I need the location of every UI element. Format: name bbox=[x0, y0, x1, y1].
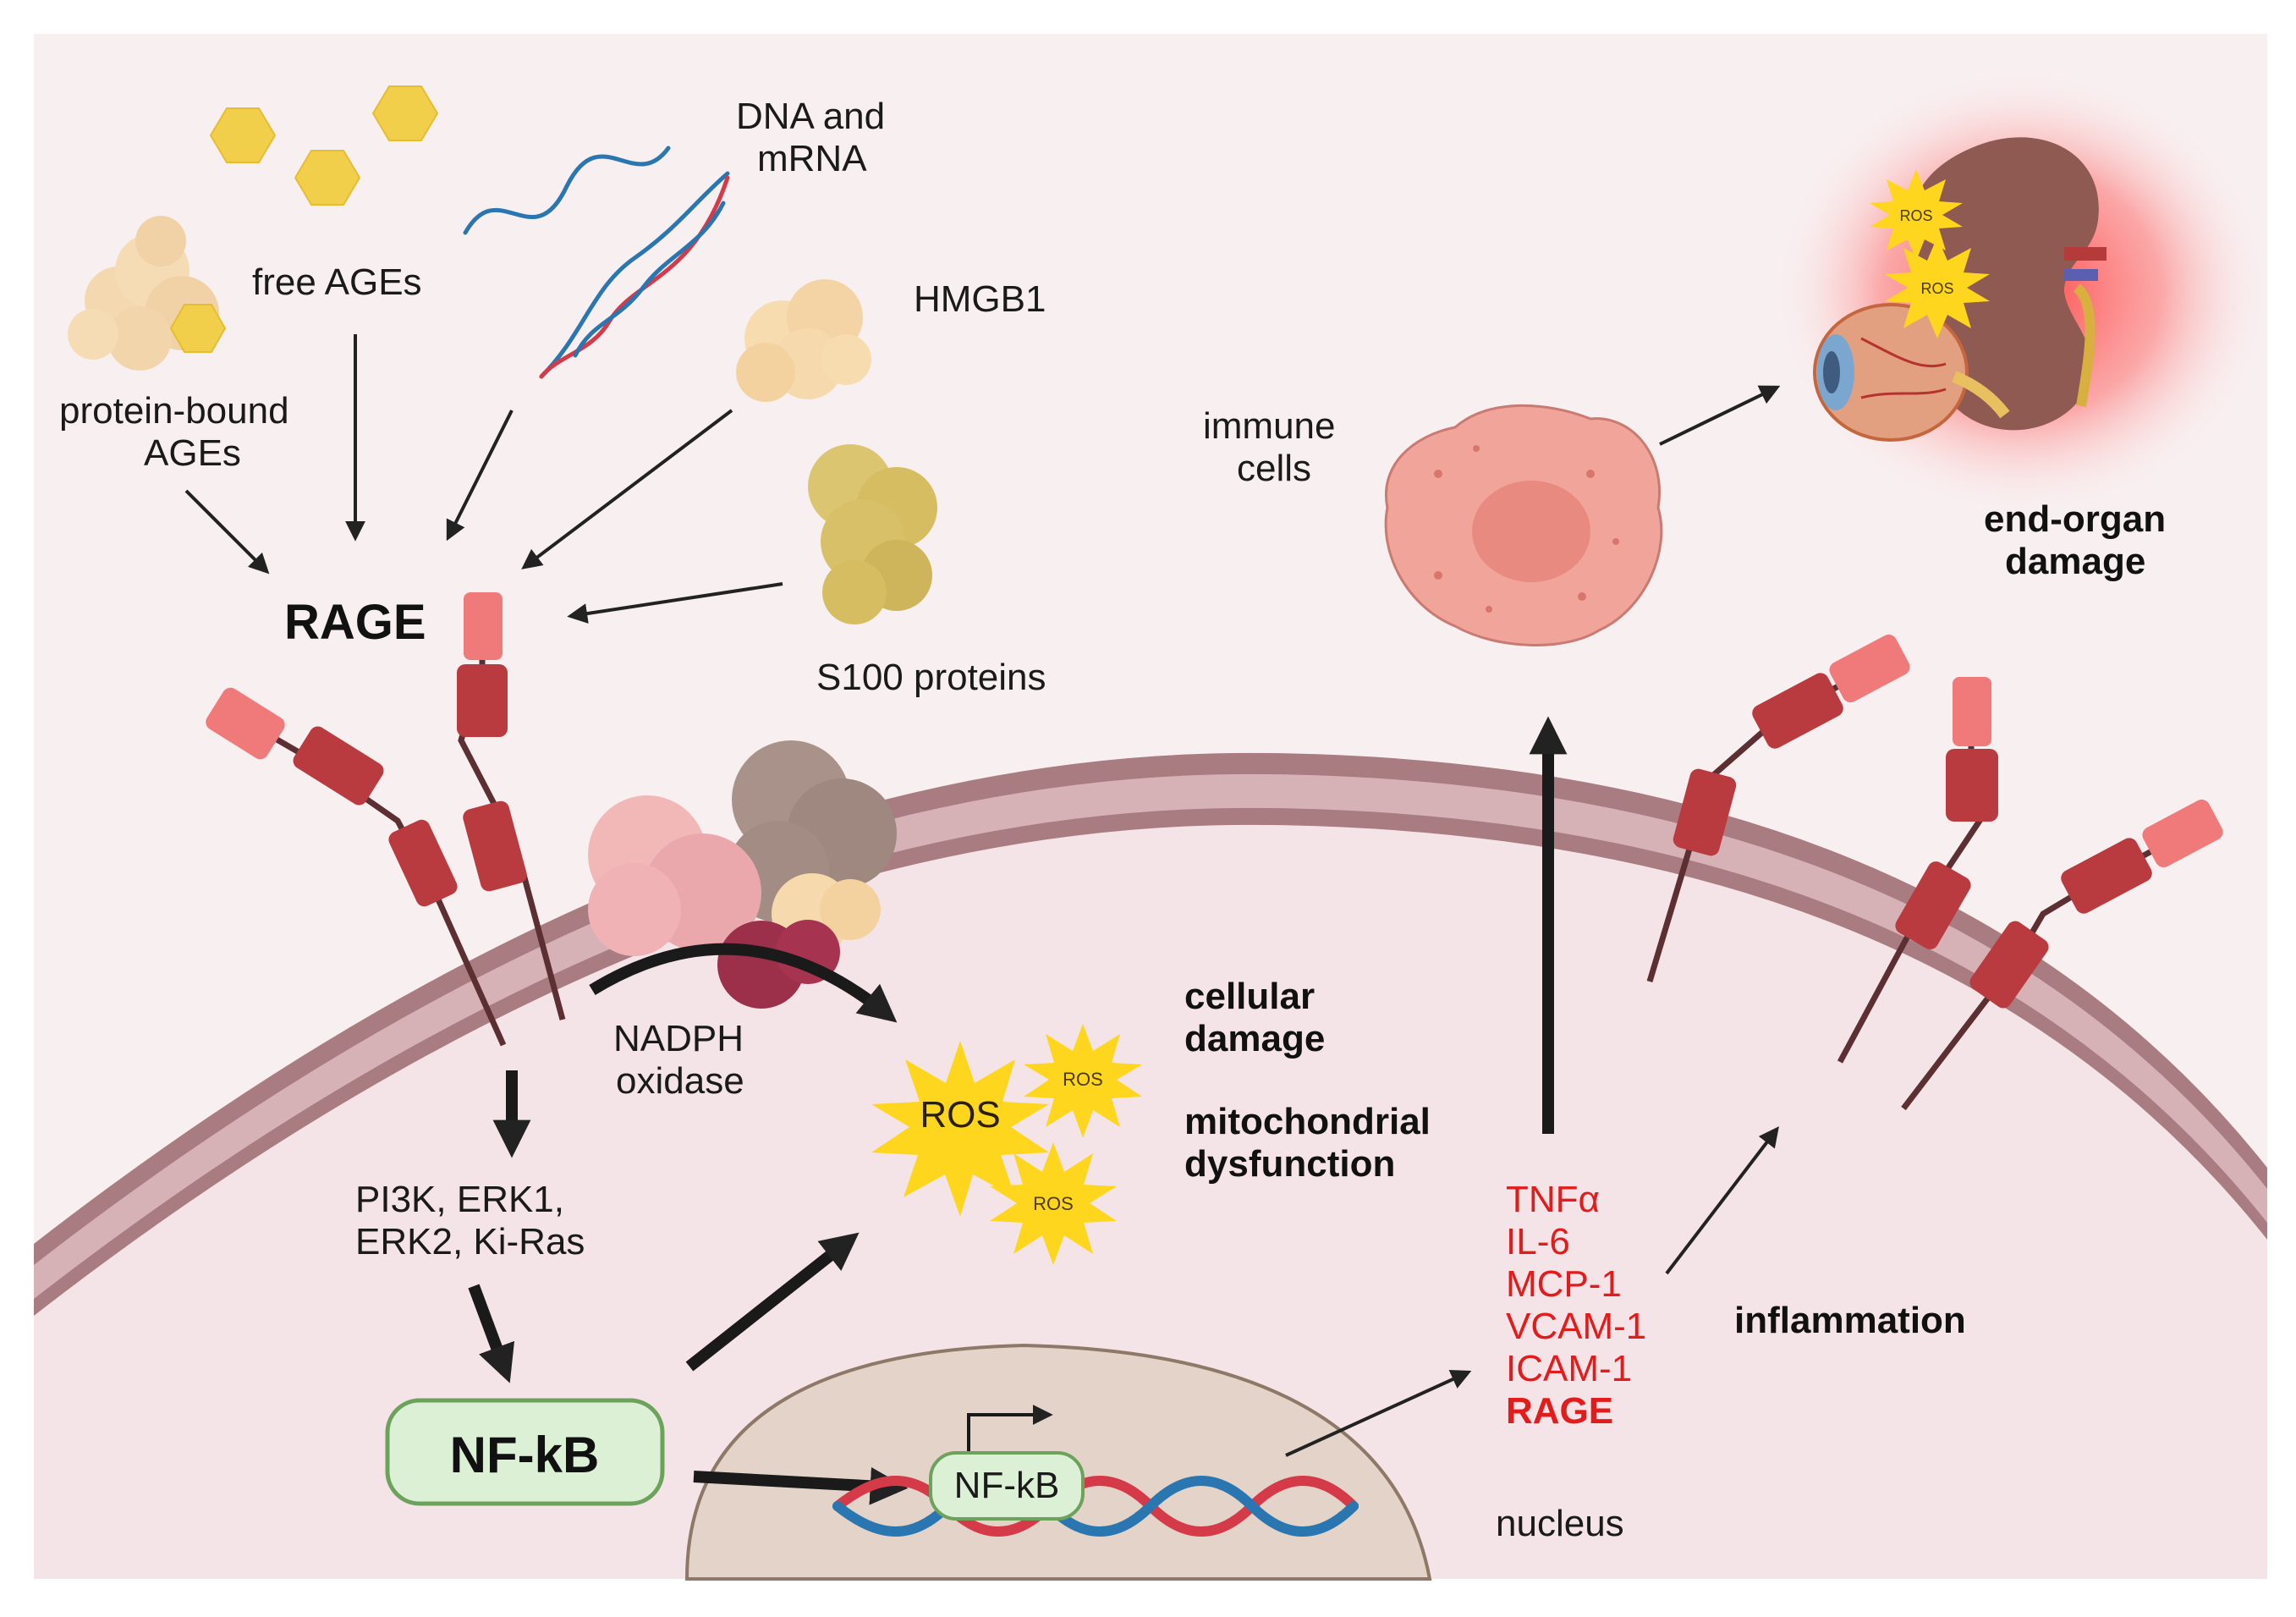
nfkb-small-box bbox=[929, 1451, 1085, 1521]
ligand-arrows bbox=[184, 334, 783, 624]
ros-burst-small-1: ROS bbox=[1024, 1024, 1142, 1138]
arrow-cytokines-to-receptors bbox=[1665, 1126, 1779, 1275]
label-mitochondrial: mitochondrial bbox=[1184, 1101, 1431, 1142]
rage-right-2-tip bbox=[1953, 677, 1991, 746]
label-free-ages: free AGEs bbox=[252, 261, 422, 303]
label-rage: RAGE bbox=[284, 595, 426, 650]
ros-burst-small-2: ROS bbox=[990, 1142, 1117, 1265]
label-protein-bound: protein-bound bbox=[59, 390, 289, 432]
label-damage: damage bbox=[2005, 541, 2145, 582]
label-immune: immune bbox=[1203, 405, 1336, 447]
label-nfkb-small: NF-kB bbox=[954, 1465, 1060, 1506]
label-dna: DNA and bbox=[736, 96, 885, 137]
ros-label-small-2: ROS bbox=[1033, 1193, 1074, 1214]
rage-right-1-tm bbox=[1673, 768, 1737, 856]
organ-ros-label-1: ROS bbox=[1899, 207, 1932, 224]
rage-right-1-mid bbox=[1752, 673, 1843, 749]
label-dysfunction: dysfunction bbox=[1184, 1143, 1395, 1185]
hmgb1-icon bbox=[736, 279, 871, 402]
cytokine-item: MCP-1 bbox=[1506, 1263, 1622, 1305]
rage-right-3-mid bbox=[2061, 838, 2152, 914]
free-ages-hexagons bbox=[209, 85, 439, 206]
protein-bound-ages-icon bbox=[68, 216, 227, 371]
label-protein-bound-ages: AGEs bbox=[144, 432, 241, 474]
cytokine-item: ICAM-1 bbox=[1506, 1348, 1632, 1389]
transcription-arrow bbox=[967, 1405, 1053, 1455]
label-erk2: ERK2, Ki-Ras bbox=[355, 1221, 585, 1262]
label-mrna: mRNA bbox=[757, 138, 867, 179]
arrow-dna-to-cytokines bbox=[1285, 1370, 1472, 1457]
label-cells: cells bbox=[1237, 448, 1311, 489]
label-cellular-damage: damage bbox=[1184, 1018, 1325, 1059]
rage-right-2-tm bbox=[1895, 861, 1971, 949]
rage-right-2-mid bbox=[1946, 749, 1998, 822]
arrow-immune-to-organ bbox=[1659, 385, 1781, 446]
rage-right-3-tm bbox=[1969, 921, 2049, 1009]
ros-label-small-1: ROS bbox=[1063, 1069, 1103, 1090]
organ-ros-burst-2: ROS bbox=[1885, 237, 1990, 338]
label-cellular: cellular bbox=[1184, 976, 1315, 1017]
immune-cell-icon bbox=[1384, 404, 1663, 646]
s100-icon bbox=[808, 444, 937, 624]
arrow-nfkb-to-ros bbox=[685, 1232, 860, 1372]
cytokine-list: TNFα IL-6 MCP-1 VCAM-1 ICAM-1 RAGE bbox=[1506, 1179, 1646, 1432]
label-nfkb: NF-kB bbox=[450, 1427, 600, 1483]
ros-burst-large: ROS bbox=[871, 1041, 1049, 1217]
label-end-organ: end-organ bbox=[1984, 498, 2166, 540]
label-nadph: NADPH bbox=[613, 1018, 744, 1059]
rage-receptor-left-2 bbox=[457, 592, 566, 1020]
nadph-oxidase-icon bbox=[588, 740, 897, 1009]
arrow-pi3k-to-nfkb bbox=[468, 1284, 515, 1383]
organ-ros-label-2: ROS bbox=[1920, 280, 1953, 297]
label-s100: S100 proteins bbox=[816, 657, 1046, 698]
cytokine-item: IL-6 bbox=[1506, 1221, 1570, 1262]
label-inflammation: inflammation bbox=[1734, 1300, 1966, 1341]
cytokine-item-rage: RAGE bbox=[1506, 1390, 1613, 1432]
arrow-nadph-to-ros bbox=[589, 943, 898, 1023]
rage-right-1-tip bbox=[1829, 634, 1910, 703]
label-oxidase: oxidase bbox=[616, 1060, 744, 1102]
eye-icon bbox=[1813, 303, 2010, 442]
cytokine-item: TNFα bbox=[1506, 1179, 1600, 1220]
cytokine-item: VCAM-1 bbox=[1506, 1306, 1646, 1347]
ros-label-large: ROS bbox=[920, 1094, 1000, 1136]
rage-receptor-left-1 bbox=[206, 687, 507, 1047]
dna-mrna-icon bbox=[463, 146, 730, 379]
rage-right-3-tip bbox=[2142, 799, 2223, 868]
organ-ros-burst-1: ROS bbox=[1870, 169, 1963, 261]
cytoplasm bbox=[34, 824, 2267, 1579]
label-nucleus: nucleus bbox=[1496, 1503, 1624, 1544]
nfkb-box bbox=[385, 1398, 665, 1506]
label-pi3k: PI3K, ERK1, bbox=[355, 1179, 564, 1220]
label-hmgb1: HMGB1 bbox=[914, 278, 1046, 320]
